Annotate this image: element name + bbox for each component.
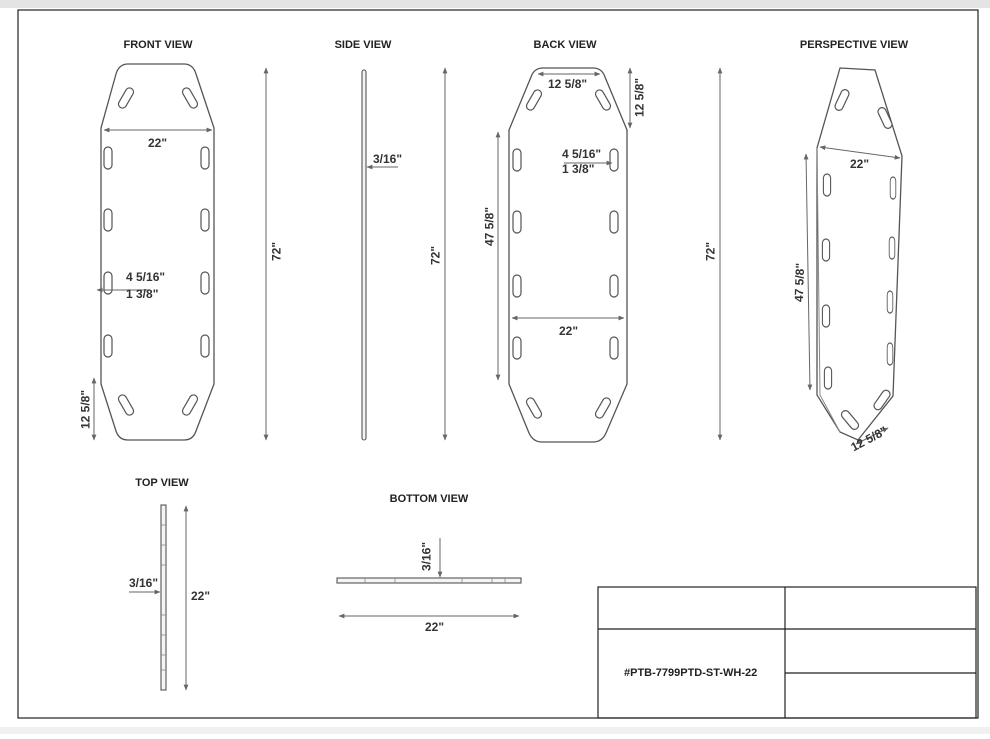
- back-width-label: 22": [559, 324, 579, 338]
- top-thickness-label: 3/16": [129, 576, 159, 590]
- top-view-dimension-lines: [129, 505, 189, 691]
- top-view-board: [160, 504, 167, 691]
- side-view-dimension-lines: [366, 67, 448, 441]
- back-handle-length-label: 4 5/16": [562, 147, 602, 161]
- perspective-body-length-label: 47 5/8": [791, 262, 808, 303]
- back-view-board: [508, 67, 628, 443]
- front-view-title: FRONT VIEW: [123, 39, 193, 51]
- perspective-width-label: 22": [850, 157, 870, 171]
- back-handle-width-label: 1 3/8": [562, 162, 595, 176]
- bottom-view-dimension-lines: [338, 538, 520, 619]
- perspective-view-dimension-lines: [803, 145, 901, 445]
- side-view-board: [361, 69, 367, 441]
- front-width-label: 22": [148, 136, 168, 150]
- front-view-dimension-lines: [91, 67, 269, 441]
- back-length-label: 72": [703, 241, 718, 262]
- sheet-frame: [17, 9, 979, 719]
- bottom-width-label: 22": [425, 620, 445, 634]
- top-width-label: 22": [191, 589, 211, 603]
- bottom-view-title: BOTTOM VIEW: [389, 493, 469, 505]
- front-view-board: [100, 63, 215, 441]
- perspective-view-title: PERSPECTIVE VIEW: [799, 39, 909, 51]
- side-thickness-label: 3/16": [373, 152, 403, 166]
- title-block: [597, 586, 977, 719]
- back-view-title: BACK VIEW: [533, 39, 597, 51]
- part-number: #PTB-7799PTD-ST-WH-22: [624, 667, 758, 679]
- front-length-label: 72": [269, 241, 284, 262]
- back-taper-width-label: 12 5/8": [548, 77, 588, 91]
- back-taper-height-label: 12 5/8": [632, 77, 647, 118]
- back-view-dimension-lines: [495, 67, 723, 441]
- front-taper-label: 12 5/8": [78, 389, 93, 430]
- perspective-view-board: [816, 67, 903, 441]
- bottom-thickness-label: 3/16": [419, 541, 434, 572]
- side-length-label: 72": [428, 245, 443, 266]
- front-handle-length-label: 4 5/16": [126, 270, 166, 284]
- back-body-length-label: 47 5/8": [482, 206, 497, 247]
- bottom-edge-bar: [0, 727, 990, 734]
- top-edge-bar: [0, 0, 990, 8]
- bottom-view-board: [336, 577, 522, 584]
- side-view-title: SIDE VIEW: [334, 39, 392, 51]
- front-handle-width-label: 1 3/8": [126, 287, 159, 301]
- top-view-title: TOP VIEW: [135, 477, 189, 489]
